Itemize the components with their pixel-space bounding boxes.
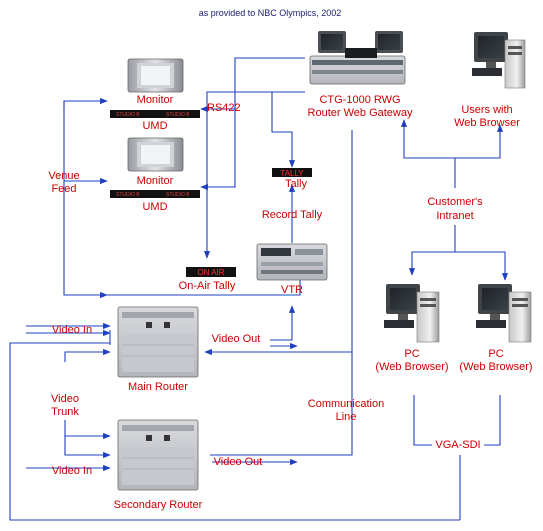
- gateway-subtitle: Router Web Gateway: [308, 107, 413, 119]
- intranet-label-1: Customer's: [427, 196, 483, 208]
- secondary-router: [117, 419, 199, 491]
- video-trunk-label-2: Trunk: [51, 406, 79, 418]
- pc-2-title: PC: [488, 348, 503, 360]
- tally-badge: TALLY: [280, 169, 304, 178]
- umd-1-studio-left: STUDIO B: [116, 112, 140, 118]
- gateway-equipment: [309, 31, 406, 85]
- communication-line-label-2: Line: [336, 411, 357, 423]
- caption: as provided to NBC Olympics, 2002: [199, 8, 342, 18]
- umd-2: STUDIO B STUDIO B: [110, 190, 200, 198]
- umd-2-label: UMD: [142, 201, 167, 213]
- video-in-2-label: Video In: [52, 465, 92, 477]
- pc-2-subtitle: (Web Browser): [459, 361, 532, 373]
- video-out-2-label: Video Out: [214, 456, 263, 468]
- users-subtitle: Web Browser: [454, 117, 520, 129]
- venue-feed-label-1: Venue: [48, 170, 79, 182]
- record-tally-label: Record Tally: [262, 209, 323, 221]
- onair-badge: ON AIR: [197, 268, 224, 277]
- vga-sdi-label: VGA-SDI: [435, 439, 480, 451]
- gateway-title: CTG-1000 RWG: [319, 94, 400, 106]
- pc-1-subtitle: (Web Browser): [375, 361, 448, 373]
- umd-1-label: UMD: [142, 120, 167, 132]
- umd-1-studio-right: STUDIO B: [166, 112, 190, 118]
- video-out-1-label: Video Out: [212, 333, 261, 345]
- onair-indicator: ON AIR: [186, 267, 236, 277]
- video-in-1-label: Video In: [52, 324, 92, 336]
- intranet-label-2: Intranet: [436, 210, 473, 222]
- video-trunk-label-1: Video: [51, 393, 79, 405]
- tally-indicator: TALLY: [272, 168, 312, 178]
- communication-line-label-1: Communication: [308, 398, 384, 410]
- main-router-label: Main Router: [128, 381, 188, 393]
- secondary-router-label: Secondary Router: [114, 499, 203, 511]
- main-router: [117, 306, 199, 378]
- pc-1-computer: [384, 284, 440, 343]
- vtr-label: VTR: [281, 284, 303, 296]
- pc-2-computer: [476, 284, 532, 343]
- vtr-device: [256, 243, 328, 281]
- monitor-1: [127, 58, 184, 93]
- venue-feed-label-2: Feed: [51, 183, 76, 195]
- onair-label: On-Air Tally: [179, 280, 236, 292]
- users-computer: [472, 32, 526, 89]
- users-title: Users with: [461, 104, 512, 116]
- tally-label: Tally: [285, 178, 308, 190]
- umd-2-studio-right: STUDIO B: [166, 192, 190, 198]
- monitor-1-label: Monitor: [137, 94, 174, 106]
- monitor-2: [127, 137, 184, 172]
- umd-1: STUDIO B STUDIO B: [110, 110, 200, 118]
- rs422-label: RS422: [207, 102, 241, 114]
- pc-1-title: PC: [404, 348, 419, 360]
- connections: [9, 57, 509, 521]
- umd-2-studio-left: STUDIO B: [116, 192, 140, 198]
- monitor-2-label: Monitor: [137, 175, 174, 187]
